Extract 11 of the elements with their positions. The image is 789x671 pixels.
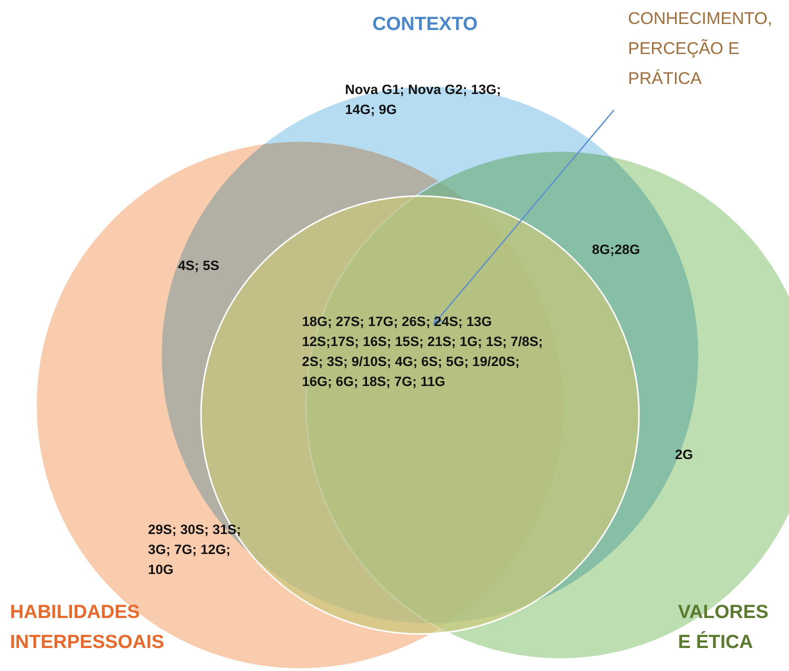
arrow: [433, 110, 614, 325]
region-label: 4S; 5S: [178, 257, 220, 275]
circle-heading: CONTEXTO: [371, 13, 479, 37]
region-label: 29S; 30S; 31S; 3G; 7G; 12G; 10G: [148, 521, 242, 579]
region-label: 2G: [675, 446, 694, 464]
region-label: 18G; 27S; 17G; 26S; 24S; 13G 12S;17S; 16S; 15S; 21S; 1G; 1S; 7/8S; 2S; 3S; 9/10S; 4G; 6S; 5G; 19/20S; 16G; 6G; 18S; 7G; 11G: [302, 313, 544, 391]
region-label: Nova G1; Nova G2; 13G; 14G; 9G: [345, 81, 502, 119]
circle-heading: VALORES E ÉTICA: [678, 601, 768, 655]
region-label: 8G;28G: [592, 241, 642, 259]
circle-heading: HABILIDADES INTERPESSOAIS: [10, 601, 166, 655]
category-label: CONHECIMENTO, PERCEÇÃO E PRÁTICA: [628, 4, 788, 94]
